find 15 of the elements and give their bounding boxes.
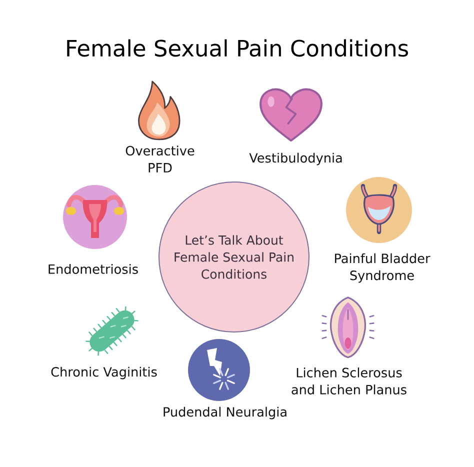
- heart-icon: [260, 88, 322, 142]
- flame-icon: [138, 80, 180, 140]
- vulva-icon: [322, 296, 374, 358]
- bladder-icon: [346, 177, 412, 243]
- lightning-icon: [188, 339, 250, 401]
- caption-text: Chronic Vaginitis: [51, 366, 157, 380]
- caption-text: Vestibulodynia: [249, 152, 342, 166]
- caption-text: Lichen Sclerosus and Lichen Planus: [292, 368, 406, 394]
- title: Female Sexual Pain Conditions: [67, 39, 408, 57]
- caption-text: Overactive PFD: [126, 146, 194, 172]
- caption-text: Pudendal Neuralgia: [164, 406, 286, 420]
- caption-text: Endometriosis: [48, 264, 138, 274]
- bacterium-icon: [86, 306, 138, 356]
- caption-text: Painful Bladder Syndrome: [335, 253, 430, 283]
- uterus-icon: [63, 185, 127, 249]
